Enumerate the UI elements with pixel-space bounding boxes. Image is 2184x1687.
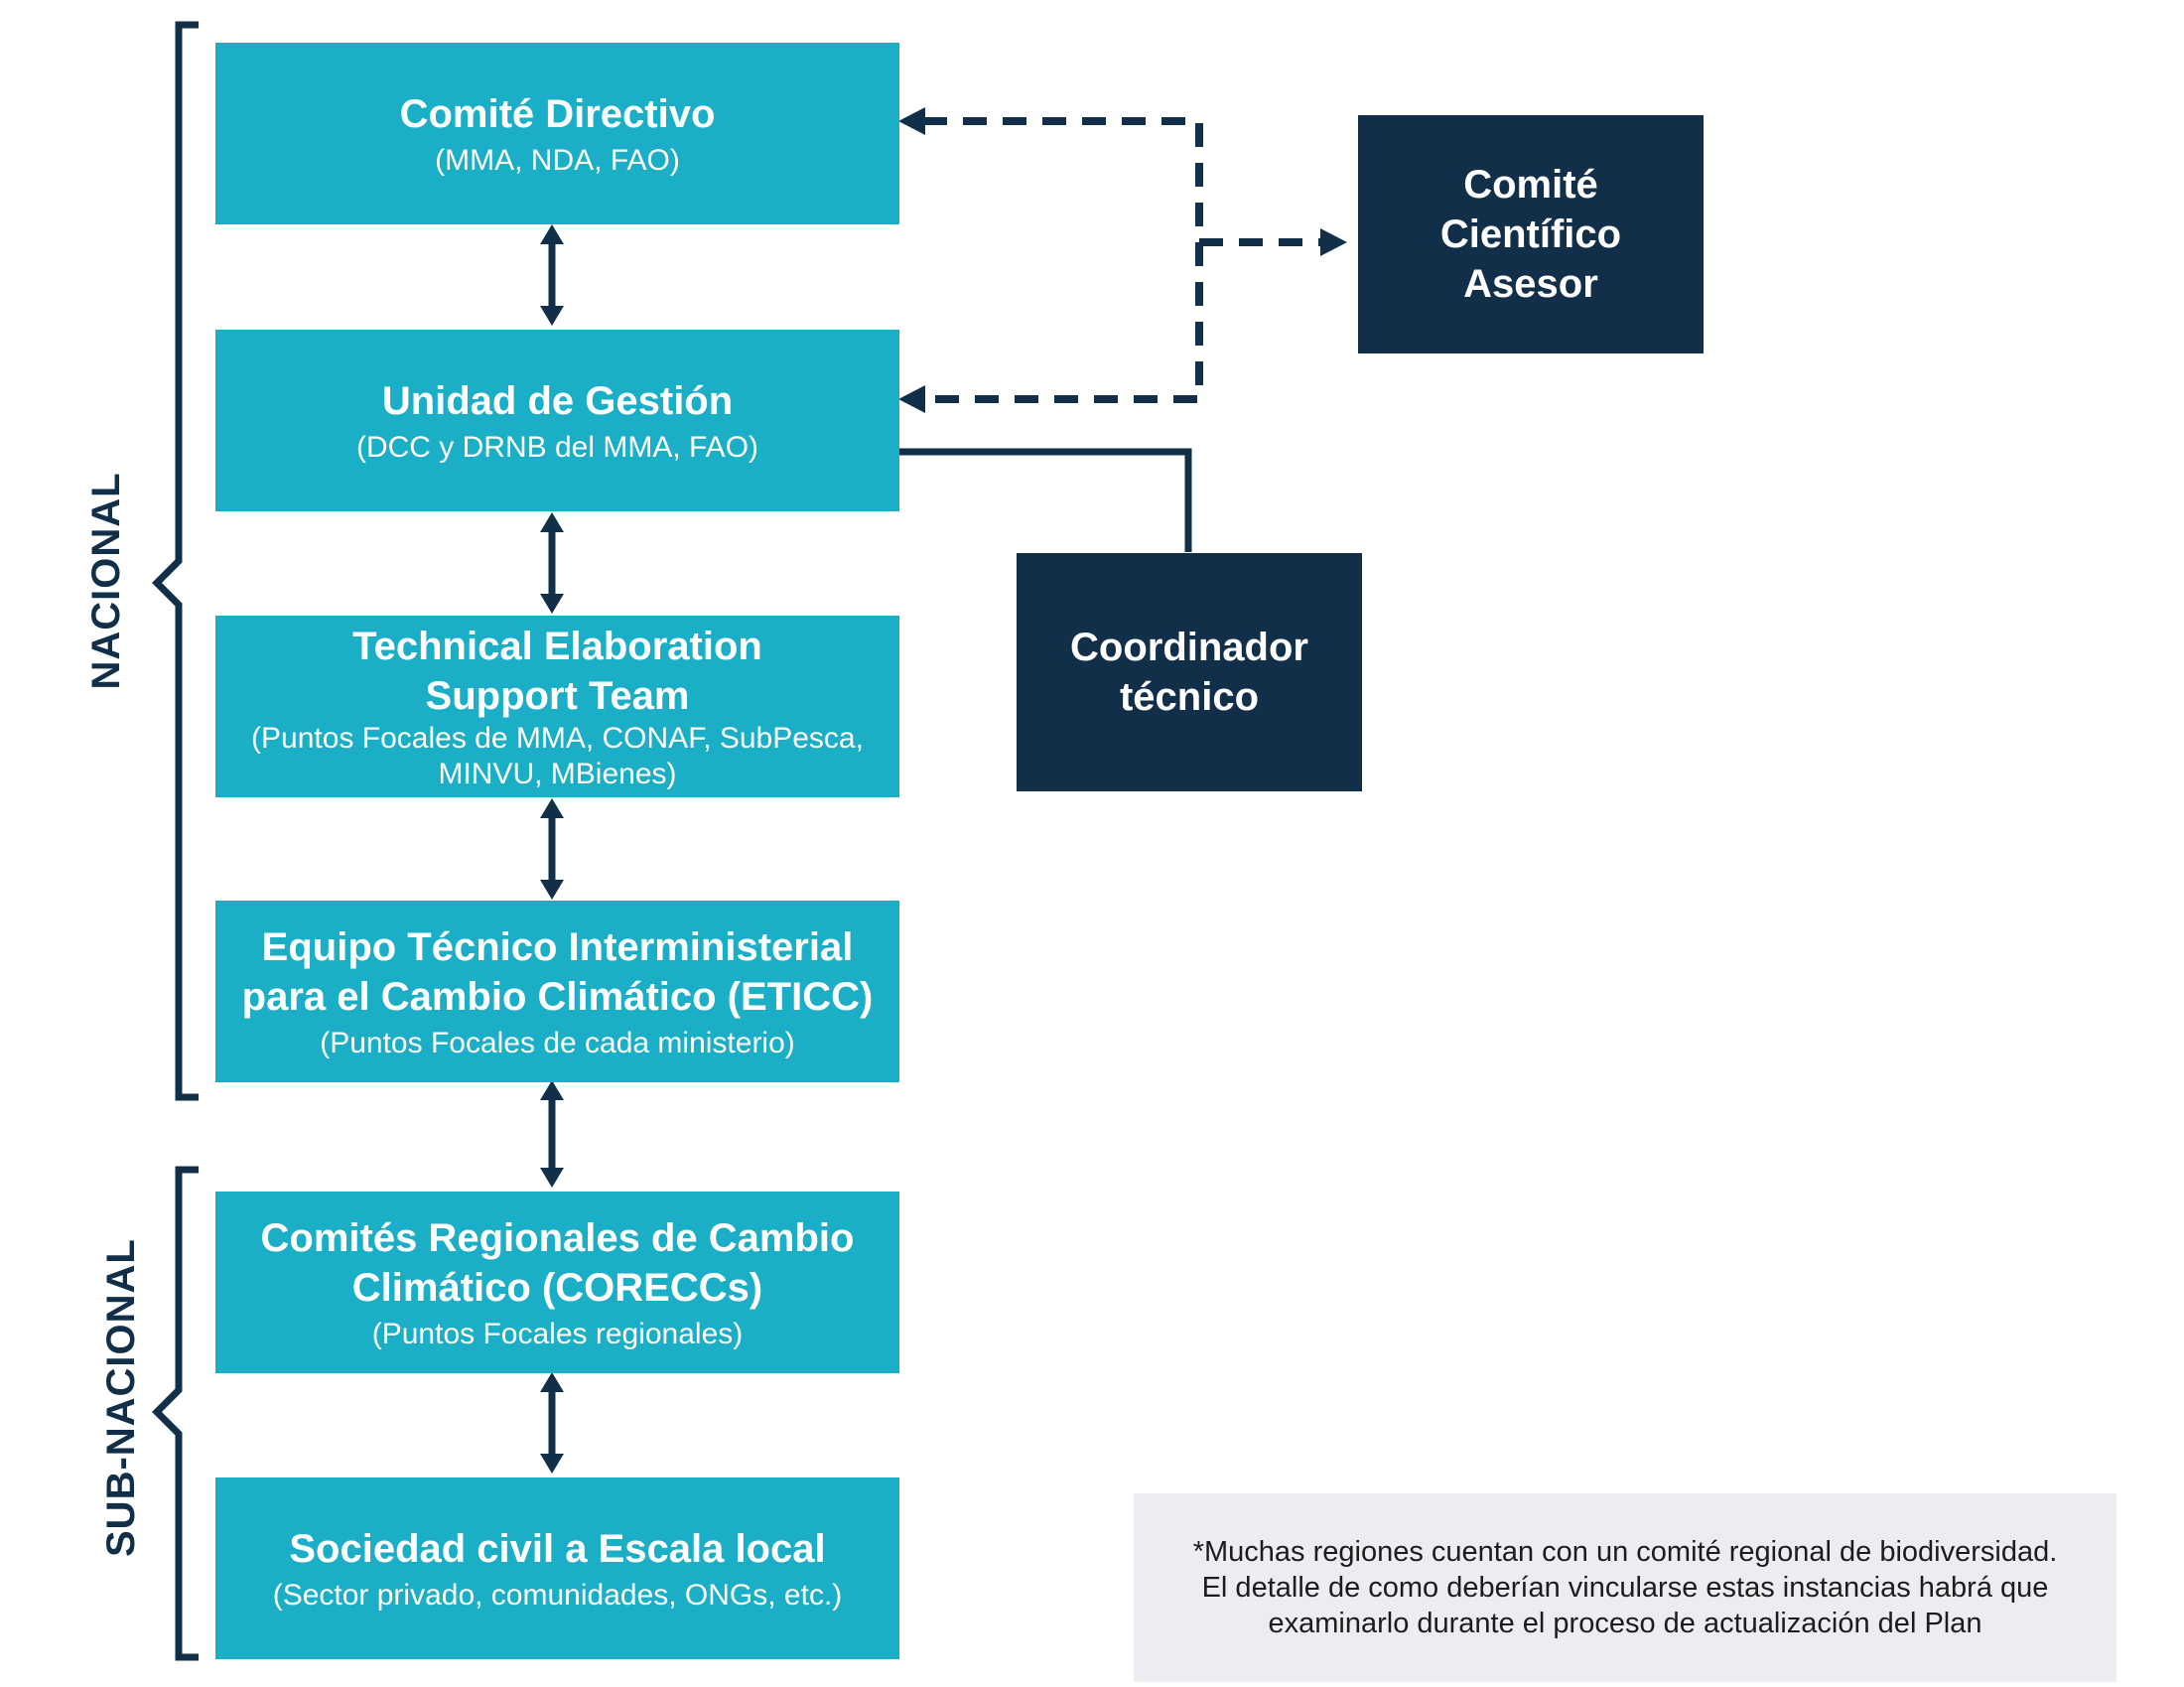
subnacional-label: SUB-NACIONAL (99, 1238, 143, 1557)
technical-team-title: Technical Elaboration Support Team (352, 624, 762, 718)
comite-directivo-title: Comité Directivo (399, 91, 716, 136)
nacional-label: NACIONAL (84, 472, 128, 690)
eticc-members: (Puntos Focales de cada ministerio) (320, 1026, 795, 1059)
sociedad-civil-title: Sociedad civil a Escala local (289, 1526, 826, 1571)
sociedad-civil-members: (Sector privado, comunidades, ONGs, etc.… (272, 1578, 843, 1612)
coreccs-members: (Puntos Focales regionales) (371, 1317, 744, 1350)
nacional-bracket (152, 21, 199, 1101)
dashed-arrowhead-gestion (898, 385, 925, 413)
link-coordinador (899, 448, 1192, 552)
coordinador-tecnico-box: Coordinador técnico (1017, 553, 1362, 791)
dashed-link-directivo (923, 117, 1203, 403)
comite-directivo-box: Comité Directivo (MMA, NDA, FAO) (215, 43, 899, 224)
dashed-arrowhead-cientifico (1320, 228, 1347, 256)
comite-cientifico-box: Comité Científico Asesor (1358, 115, 1704, 353)
eticc-box: Equipo Técnico Interministerial para el … (215, 901, 899, 1082)
eticc-title: Equipo Técnico Interministerial para el … (241, 924, 874, 1019)
unidad-gestion-title: Unidad de Gestión (381, 378, 734, 423)
comite-directivo-members: (MMA, NDA, FAO) (435, 143, 680, 177)
dashed-arrowhead-directivo (898, 107, 925, 135)
coreccs-box: Comités Regionales de Cambio Climático (… (215, 1192, 899, 1373)
technical-team-box: Technical Elaboration Support Team (Punt… (215, 616, 899, 797)
coreccs-title: Comités Regionales de Cambio Climático (… (260, 1215, 855, 1310)
subnacional-bracket (152, 1166, 199, 1661)
unidad-gestion-box: Unidad de Gestión (DCC y DRNB del MMA, F… (215, 330, 899, 511)
unidad-gestion-members: (DCC y DRNB del MMA, FAO) (355, 430, 759, 464)
footnote: *Muchas regiones cuentan con un comité r… (1134, 1493, 2116, 1682)
technical-team-members: (Puntos Focales de MMA, CONAF, SubPesca,… (251, 721, 864, 790)
sociedad-civil-box: Sociedad civil a Escala local (Sector pr… (215, 1477, 899, 1659)
